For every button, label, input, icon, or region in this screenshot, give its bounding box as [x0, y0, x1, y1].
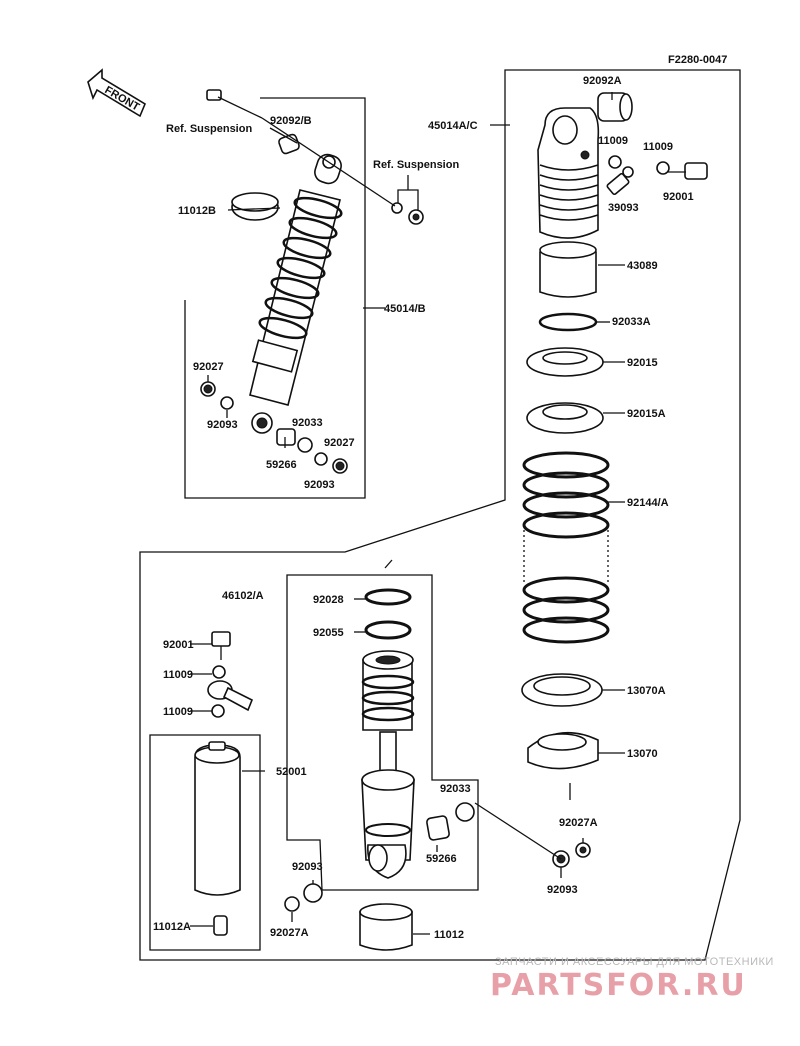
- label-52001: 52001: [276, 766, 307, 778]
- figure-code: F2280-0047: [668, 54, 727, 66]
- seal-92093-d-icon: [303, 883, 323, 903]
- piston-rod-assembly-icon: [361, 650, 415, 879]
- left-upper-group-outline: [184, 97, 366, 499]
- label-11012b: 11012B: [178, 205, 216, 217]
- reservoir-top-45014ac-icon: [537, 107, 600, 239]
- fitting-39093-icon: [606, 166, 634, 196]
- left-upper-leader-lines: [207, 117, 396, 448]
- rear-shock-45014b-icon: [249, 153, 343, 434]
- front-arrow-icon: FRONT: [87, 68, 147, 118]
- upper-bolt-icon: [206, 89, 263, 119]
- right-leader-lines: [474, 92, 625, 878]
- label-11009-a: 11009: [598, 135, 628, 147]
- guide-13070a-icon: [521, 673, 603, 707]
- ref-nut-hole-icon: [412, 213, 420, 221]
- label-45014ac: 45014A/C: [428, 120, 478, 132]
- reservoir-subgroup-outline: [149, 734, 261, 951]
- washer-11009-d-icon: [211, 704, 225, 718]
- label-92027-b: 92027: [324, 437, 355, 449]
- label-92015: 92015: [627, 357, 658, 369]
- label-92092b: 92092/B: [270, 115, 312, 127]
- watermark-tagline: ЗАПЧАСТИ И АКСЕССУАРЫ ДЛЯ МОТОТЕХНИКИ: [495, 956, 774, 968]
- label-92001-a: 92001: [663, 191, 694, 203]
- label-92001-b: 92001: [163, 639, 194, 651]
- cap-92027-a-hole-icon: [203, 384, 213, 394]
- label-92092a: 92092A: [583, 75, 622, 87]
- collar-59266-a-icon: [276, 428, 296, 446]
- label-13070: 13070: [627, 748, 658, 760]
- sleeve-43089-icon: [539, 241, 597, 298]
- label-59266-b: 59266: [426, 853, 457, 865]
- ring-92055-icon: [364, 620, 412, 640]
- label-59266-a: 59266: [266, 459, 297, 471]
- label-92093-b: 92093: [304, 479, 335, 491]
- ref-suspension-bracket: [397, 175, 419, 210]
- label-92033-b: 92033: [440, 783, 471, 795]
- label-43089: 43089: [627, 260, 658, 272]
- label-13070a: 13070A: [627, 685, 666, 697]
- cap-11012a-icon: [213, 915, 228, 936]
- label-45014b: 45014/B: [384, 303, 426, 315]
- label-92093-c: 92093: [547, 884, 578, 896]
- cap-92027a-a-hole-icon: [579, 846, 587, 854]
- label-92015a: 92015A: [627, 408, 666, 420]
- label-39093: 39093: [608, 202, 639, 214]
- ring-92033-b-icon: [455, 802, 475, 822]
- label-ref-suspension-1: Ref. Suspension: [166, 123, 252, 135]
- label-11012a: 11012A: [153, 921, 191, 933]
- label-11012: 11012: [434, 929, 464, 941]
- bushing-92092a-icon: [597, 92, 633, 122]
- right-group-outline: [139, 69, 741, 961]
- hose-fitting-icon: [207, 680, 254, 712]
- label-11009-b: 11009: [643, 141, 673, 153]
- label-92033-a: 92033: [292, 417, 323, 429]
- label-11009-c: 11009: [163, 669, 193, 681]
- label-92144a: 92144/A: [627, 497, 669, 509]
- seal-92093-a-icon: [220, 396, 234, 410]
- collar-59266-b-icon: [426, 815, 450, 841]
- bump-rubber-11012-icon: [359, 903, 413, 951]
- guide-13070-icon: [527, 731, 599, 770]
- cap-92027a-b-icon: [284, 896, 300, 912]
- damper-subgroup-outline: [286, 574, 479, 891]
- lower-leader-lines: [190, 559, 438, 935]
- label-92027a-a: 92027A: [559, 817, 598, 829]
- label-92093-a: 92093: [207, 419, 238, 431]
- seal-92093-b-icon: [314, 452, 328, 466]
- washer-11009-b-icon: [656, 161, 670, 175]
- label-92033a: 92033A: [612, 316, 651, 328]
- label-92027a-b: 92027A: [270, 927, 309, 939]
- watermark-brand: PARTSFOR.RU: [490, 968, 747, 1003]
- label-92093-d: 92093: [292, 861, 323, 873]
- label-46102a: 46102/A: [222, 590, 264, 602]
- ring-92033a-icon: [538, 312, 598, 332]
- ring-92028-icon: [364, 588, 412, 606]
- cap-92027-b-hole-icon: [335, 461, 345, 471]
- front-arrow-label: FRONT: [103, 84, 142, 113]
- nut-92015-icon: [526, 347, 604, 377]
- label-92028: 92028: [313, 594, 344, 606]
- label-ref-suspension-2: Ref. Suspension: [373, 159, 459, 171]
- ring-92033-a-icon: [297, 437, 313, 453]
- reservoir-52001-icon: [194, 741, 241, 896]
- bolt-92001-a-icon: [668, 162, 708, 180]
- nut-92015a-icon: [526, 402, 604, 434]
- washer-11009-c-icon: [212, 665, 226, 679]
- bump-rubber-top-icon: [231, 192, 279, 212]
- spring-92144a-icon: [522, 451, 610, 644]
- bolt-92001-b-icon: [211, 631, 231, 660]
- label-92055: 92055: [313, 627, 344, 639]
- washer-11009-a-icon: [608, 155, 622, 169]
- label-11009-d: 11009: [163, 706, 193, 718]
- label-92027-a: 92027: [193, 361, 224, 373]
